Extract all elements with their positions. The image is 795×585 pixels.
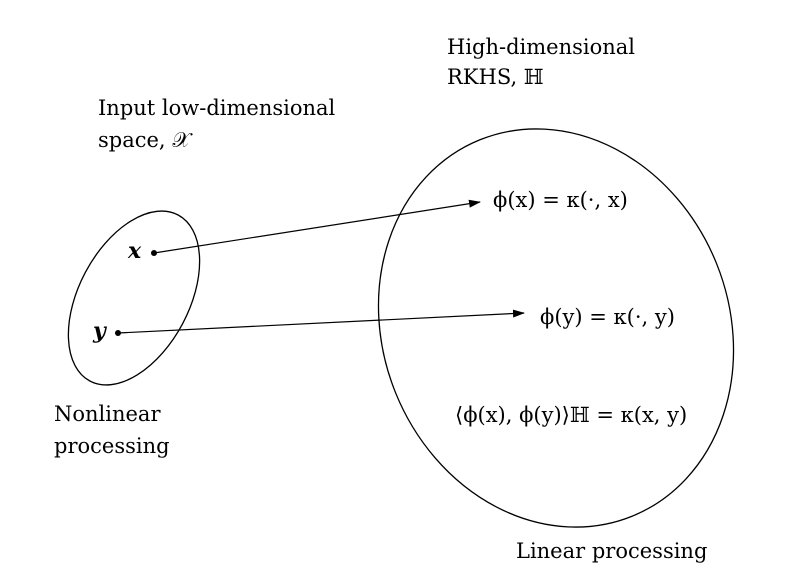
rkhs-ellipse [377,128,735,528]
phi-x-equation: ϕ(x) = κ(·, x) [493,188,628,212]
point-y-label: y [93,318,106,344]
input-space-label-line1: Input low-dimensional [98,96,336,120]
nonlinear-label-line2: processing [54,434,170,458]
arrow-x-to-phi-x [153,199,481,254]
linear-processing-label: Linear processing [516,539,708,563]
point-x-label: x [128,238,142,264]
input-space-ellipse [67,210,201,386]
rkhs-label-line1: High-dimensional [447,35,636,59]
input-space-label-line2: space, 𝒳 [98,128,191,152]
rkhs-label: High-dimensional RKHS, ℍ [447,33,635,91]
nonlinear-label-line1: Nonlinear [54,402,161,426]
input-space-label: Input low-dimensional space, 𝒳 [98,94,335,154]
nonlinear-processing-label: Nonlinear processing [54,400,170,460]
inner-product-equation: ⟨ϕ(x), ϕ(y)⟩ℍ = κ(x, y) [455,403,688,427]
rkhs-label-line2: RKHS, ℍ [447,65,544,89]
phi-y-equation: ϕ(y) = κ(·, y) [540,305,675,329]
arrow-y-to-phi-y [117,309,525,334]
